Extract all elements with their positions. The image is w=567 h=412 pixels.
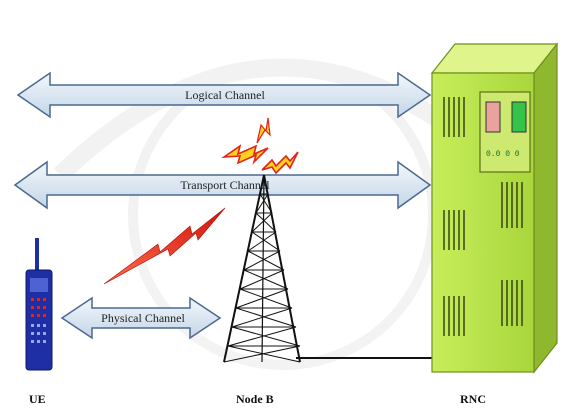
physical-channel-label: Physical Channel [101,311,185,325]
physical-channel-arrow [60,296,222,340]
rnc-label: RNC [460,392,486,406]
node-b-label: Node B [236,392,274,406]
transport-channel-label: Transport Channel [180,178,270,192]
rnc-panel-readout: 0.0 0 0 [486,150,520,159]
logical-channel-arrow [16,71,432,119]
ue-label: UE [29,392,46,406]
radio-link-bolt-icon [103,207,226,285]
logical-channel-label: Logical Channel [185,88,265,102]
node-b-tower [223,174,301,363]
transport-channel-arrow [13,160,432,210]
tower-signal-bolt-icon [221,117,299,175]
ue-mobile-phone-icon [25,238,53,371]
rnc-cabinet [430,42,559,374]
